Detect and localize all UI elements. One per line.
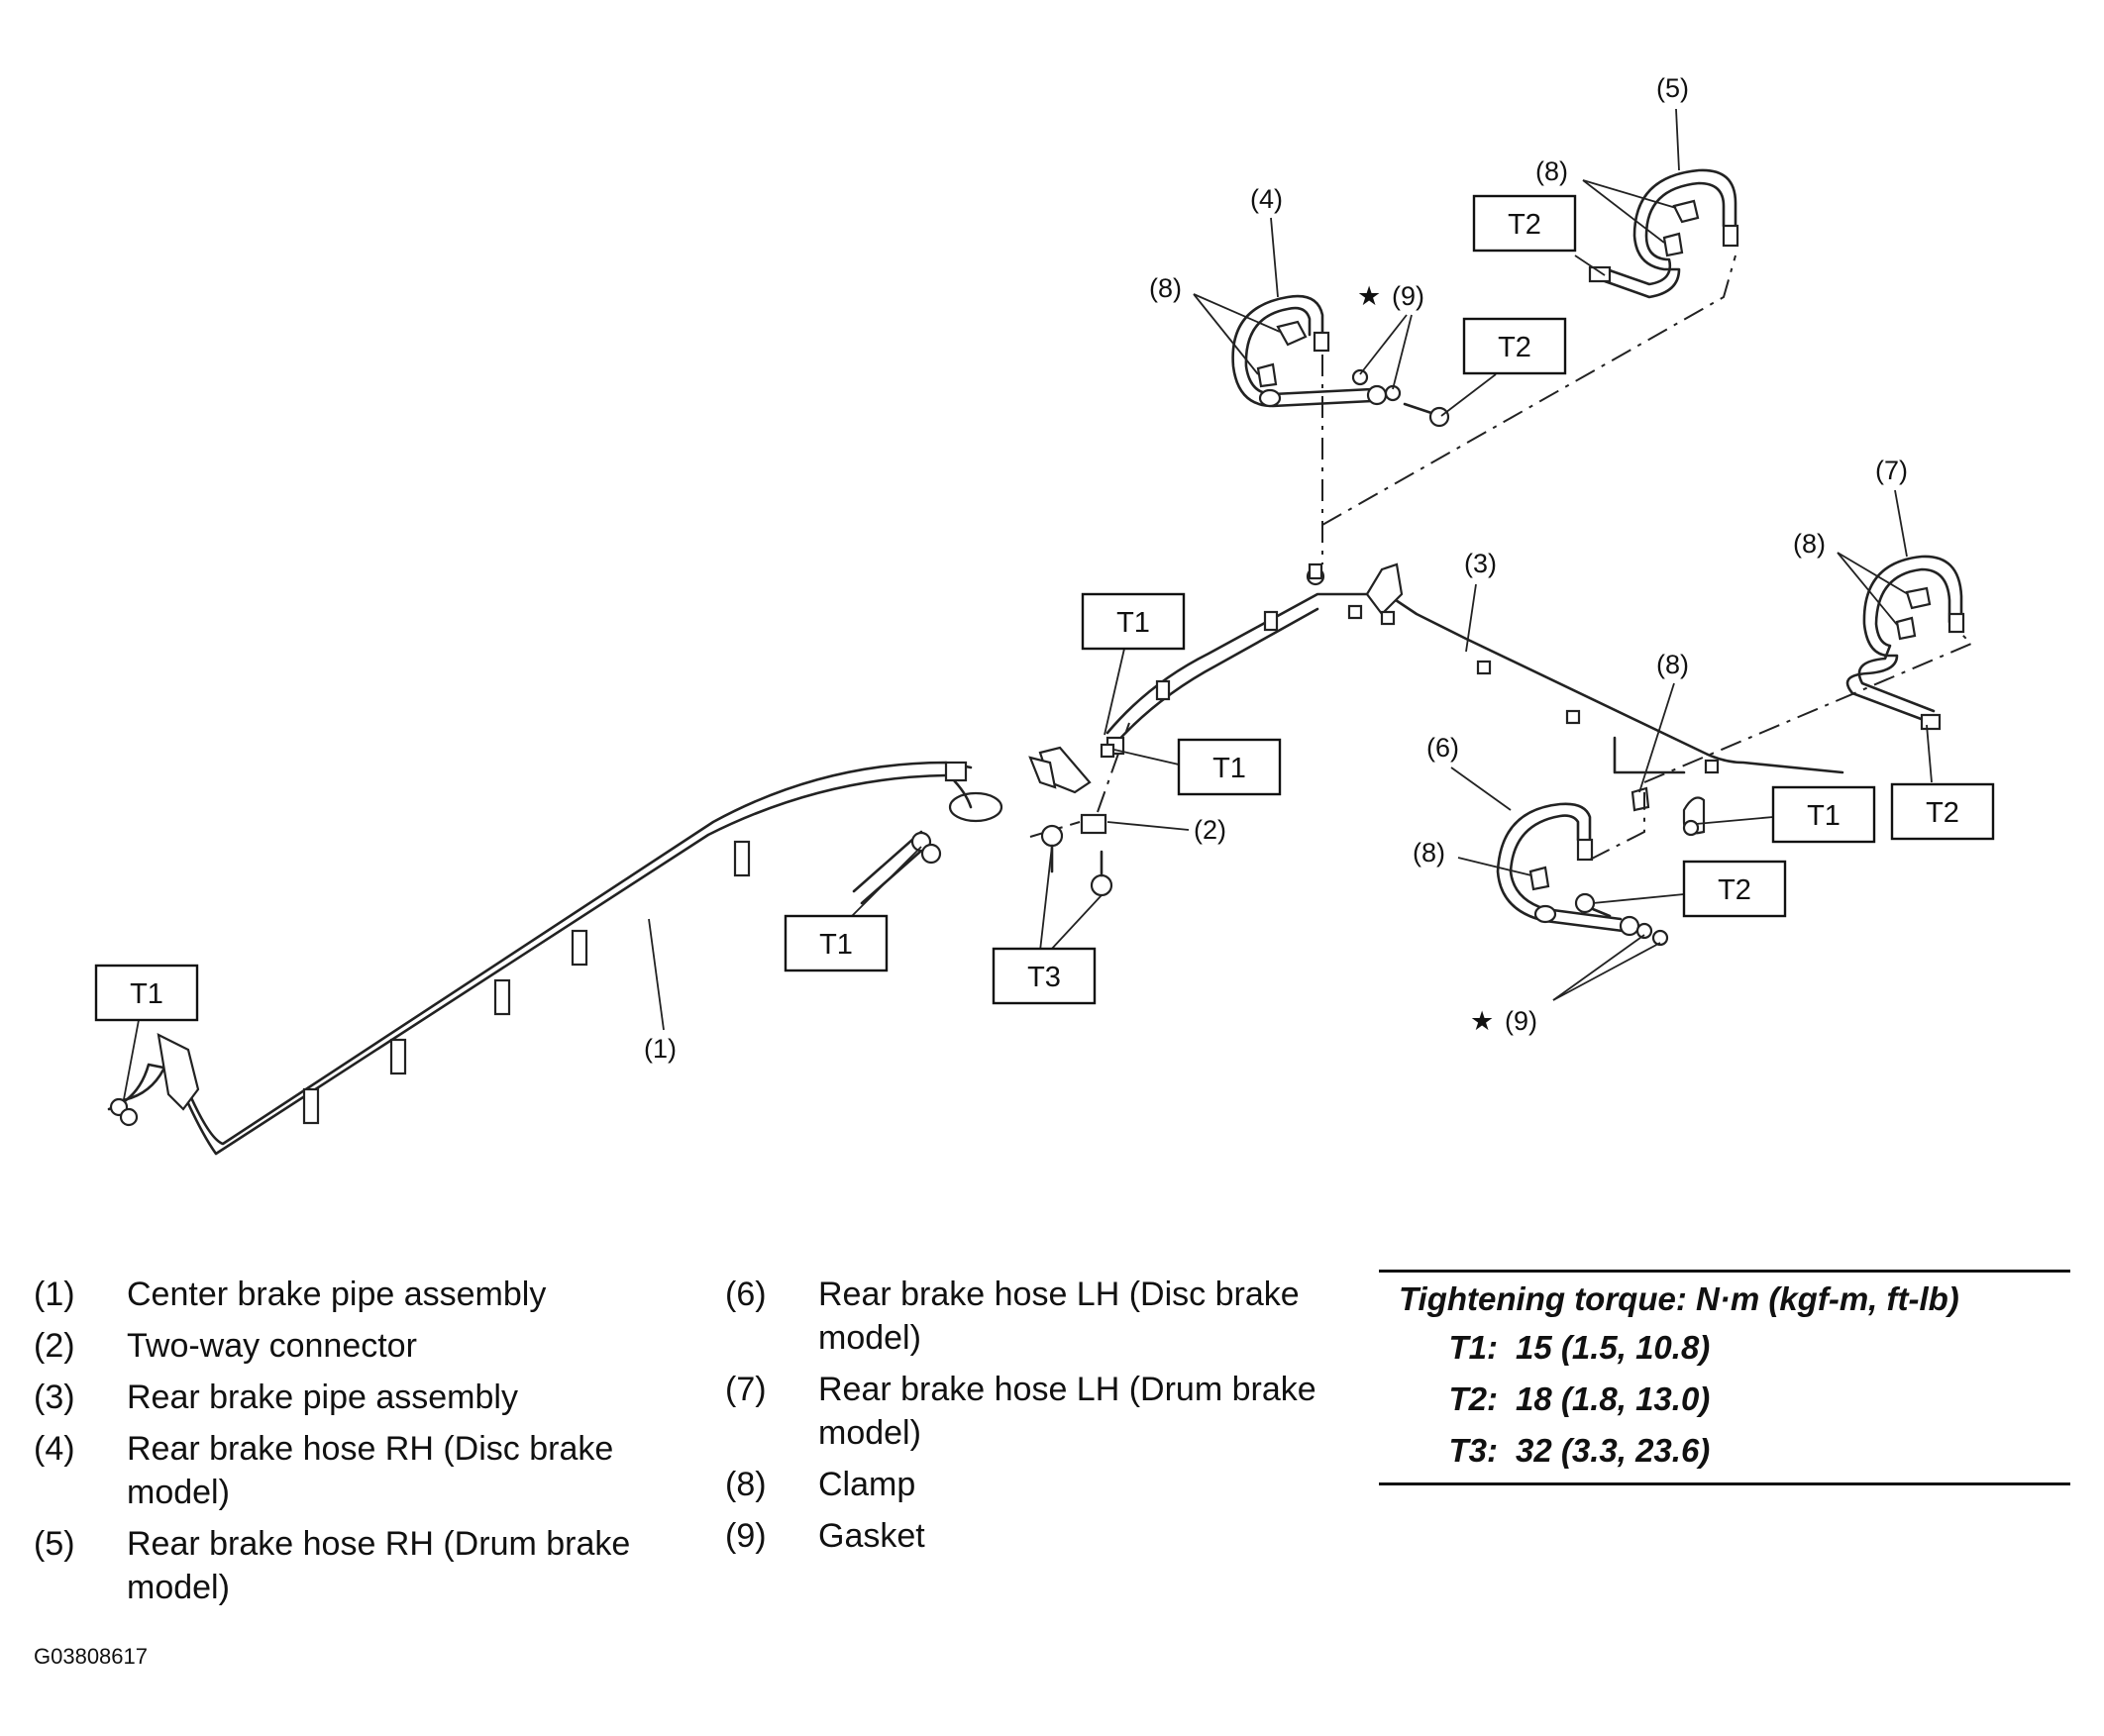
t1-box-lower — [784, 914, 889, 972]
legend-text: Rear brake hose LH (Drum brake model) — [818, 1371, 1316, 1452]
t3-label: T3 — [1027, 962, 1061, 993]
torque-value: 32 (3.3, 23.6) — [1516, 1432, 1711, 1469]
legend-item: (5) Rear brake hose RH (Drum brake model… — [34, 1522, 687, 1609]
torque-value: 18 (1.8, 13.0) — [1516, 1380, 1711, 1417]
legend-text: Two-way connector — [127, 1327, 417, 1365]
callout-9-lower: (9) — [1505, 1006, 1537, 1036]
legend-item: (4) Rear brake hose RH (Disc brake model… — [34, 1427, 687, 1514]
t2-label-upper: T2 — [1498, 332, 1531, 363]
legend-item: (8) Clamp — [725, 1463, 1359, 1506]
callout-8-middle: (8) — [1656, 650, 1689, 679]
torque-key: T3: — [1448, 1432, 1499, 1469]
legend-item: (6) Rear brake hose LH (Disc brake model… — [725, 1273, 1359, 1360]
callout-8-right: (8) — [1793, 529, 1826, 559]
t2-box-lower — [1682, 860, 1787, 918]
legend-item: (1) Center brake pipe assembly — [34, 1273, 687, 1316]
callout-8-upper-right: (8) — [1535, 156, 1568, 186]
legend-item: (9) Gasket — [725, 1514, 1359, 1558]
callout-7: (7) — [1875, 456, 1908, 485]
legend-number: (8) — [725, 1466, 767, 1503]
star-upper: ★ — [1357, 281, 1381, 311]
rear-brake-pipe-assembly — [1100, 562, 1844, 837]
t1-box-upper — [1081, 592, 1186, 651]
center-brake-pipe-assembly — [107, 761, 1003, 1156]
legend-item: (7) Rear brake hose LH (Drum brake model… — [725, 1368, 1359, 1455]
t1-label-lower: T1 — [819, 929, 853, 961]
t1-box-far-left — [94, 964, 199, 1022]
callout-8-lower: (8) — [1413, 838, 1445, 868]
legend-number: (5) — [34, 1525, 75, 1563]
star-lower: ★ — [1470, 1006, 1494, 1036]
rear-brake-hose-rh-disc — [1231, 294, 1450, 428]
callout-2: (2) — [1194, 815, 1226, 845]
t1-label-upper: T1 — [1116, 607, 1150, 639]
callout-3: (3) — [1464, 549, 1497, 578]
rear-brake-hose-lh-disc — [1496, 786, 1669, 947]
rear-brake-hose-rh-drum — [1588, 168, 1739, 299]
t1-box-right — [1771, 785, 1876, 844]
rear-brake-hose-lh-drum — [1845, 555, 1965, 731]
legend-item: (2) Two-way connector — [34, 1324, 687, 1368]
legend-item: (3) Rear brake pipe assembly — [34, 1376, 687, 1419]
legend-text: Rear brake hose LH (Disc brake model) — [818, 1276, 1300, 1357]
callout-9-upper: (9) — [1392, 281, 1424, 311]
legend-number: (9) — [725, 1517, 767, 1555]
legend-text: Rear brake hose RH (Drum brake model) — [127, 1525, 631, 1606]
tightening-torque-table: Tightening torque: N·m (kgf-m, ft-lb) T1… — [1379, 1270, 2070, 1485]
assembly-dash-lines — [1321, 255, 1973, 861]
torque-key: T2: — [1448, 1380, 1499, 1417]
t1-label-far-left: T1 — [130, 978, 163, 1010]
figure-code: G03808617 — [34, 1644, 148, 1669]
t2-label-upper-right: T2 — [1508, 209, 1541, 241]
torque-value: 15 (1.5, 10.8) — [1516, 1329, 1711, 1366]
t3-bolts — [1040, 824, 1113, 897]
torque-row: T3: 32 (3.3, 23.6) — [1379, 1425, 2070, 1477]
t2-box-upper — [1462, 317, 1567, 375]
torque-callouts: T1 T1 T1 T1 T1 T3 T2 T2 T2 T2 — [94, 194, 1995, 1100]
legend-text: Center brake pipe assembly — [127, 1276, 547, 1313]
legend-text: Gasket — [818, 1517, 925, 1555]
callout-4: (4) — [1250, 184, 1283, 214]
t1-label-middle: T1 — [1212, 753, 1246, 784]
legend-column-1: (1) Center brake pipe assembly (2) Two-w… — [34, 1273, 687, 1617]
t1-box-middle — [1177, 738, 1282, 796]
legend-number: (4) — [34, 1430, 75, 1468]
part-callouts: (1) (2) (3) (4) (5) (6) (7) (8) (8) (8) … — [644, 73, 1909, 1064]
t2-label-lower: T2 — [1718, 874, 1751, 906]
torque-row: T1: 15 (1.5, 10.8) — [1379, 1322, 2070, 1374]
t2-box-upper-right — [1472, 194, 1577, 253]
t3-box — [992, 947, 1097, 1005]
torque-key: T1: — [1448, 1329, 1499, 1366]
legend-number: (7) — [725, 1371, 767, 1408]
two-way-connector — [1028, 722, 1130, 838]
callout-6: (6) — [1426, 733, 1459, 763]
legend-text: Clamp — [818, 1466, 916, 1503]
callout-5: (5) — [1656, 73, 1689, 103]
t1-label-right: T1 — [1807, 800, 1841, 832]
torque-table-title: Tightening torque: N·m (kgf-m, ft-lb) — [1399, 1280, 1959, 1317]
legend-text: Rear brake pipe assembly — [127, 1379, 518, 1416]
legend-column-2: (6) Rear brake hose LH (Disc brake model… — [725, 1273, 1359, 1566]
legend-number: (6) — [725, 1276, 767, 1313]
callout-1: (1) — [644, 1034, 677, 1064]
callout-8-upper: (8) — [1149, 273, 1182, 303]
legend-number: (3) — [34, 1379, 75, 1416]
t2-label-right: T2 — [1926, 797, 1959, 829]
legend-number: (1) — [34, 1276, 75, 1313]
torque-row: T2: 18 (1.8, 13.0) — [1379, 1374, 2070, 1425]
legend-number: (2) — [34, 1327, 75, 1365]
legend-text: Rear brake hose RH (Disc brake model) — [127, 1430, 614, 1511]
t2-box-right — [1890, 782, 1995, 841]
